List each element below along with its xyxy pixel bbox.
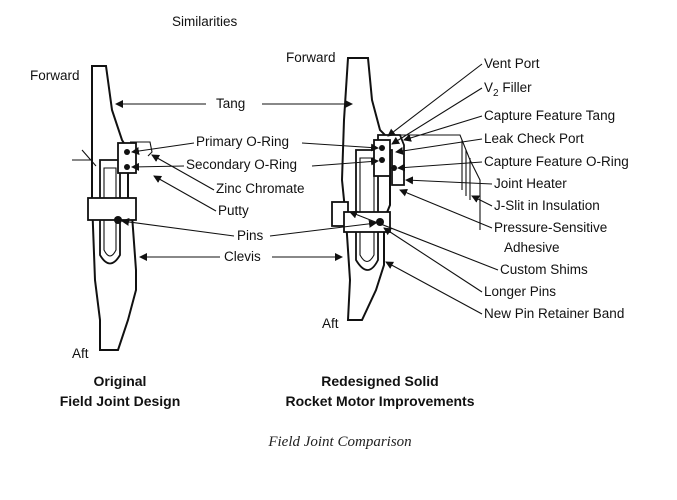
leak-check-port-label: Leak Check Port	[484, 131, 584, 146]
pin-retainer-band-label: New Pin Retainer Band	[484, 306, 624, 321]
zinc-chromate-label: Zinc Chromate	[216, 181, 305, 196]
clevis-label: Clevis	[224, 249, 261, 264]
original-caption-line1: Original	[94, 373, 147, 389]
original-joint-wall	[91, 65, 137, 351]
secondary-oring-label: Secondary O-Ring	[186, 157, 297, 172]
redesigned-caption-line1: Redesigned Solid	[321, 373, 438, 389]
redesigned-joint	[331, 57, 481, 321]
original-primary-oring	[124, 149, 130, 155]
putty-label: Putty	[218, 203, 249, 218]
original-pin-dot	[114, 216, 122, 224]
pins-label: Pins	[237, 228, 264, 243]
similarities-title: Similarities	[172, 14, 238, 29]
j-slit-label: J-Slit in Insulation	[494, 198, 600, 213]
redesigned-joint-wall	[340, 57, 391, 321]
original-aft-label: Aft	[72, 346, 89, 361]
j-slit-insulation	[461, 140, 471, 200]
vent-port-label: Vent Port	[484, 56, 540, 71]
longer-pins-label: Longer Pins	[484, 284, 556, 299]
psa-label-line2: Adhesive	[504, 240, 560, 255]
v2-filler-label: V2 Filler	[484, 80, 532, 99]
shared-labels: Forward Forward Tang Primary O-Ring Seco…	[30, 50, 379, 361]
redesigned-secondary-oring	[379, 157, 385, 163]
custom-shims-label: Custom Shims	[500, 262, 588, 277]
improvement-labels: Vent Port V2 Filler Capture Feature Tang…	[349, 56, 629, 321]
figure-caption: Field Joint Comparison	[267, 434, 411, 450]
tang-label: Tang	[216, 96, 245, 111]
capture-feature-oring-label: Capture Feature O-Ring	[484, 154, 629, 169]
redesigned-aft-label: Aft	[322, 316, 339, 331]
primary-oring-label: Primary O-Ring	[196, 134, 289, 149]
original-joint	[72, 65, 153, 351]
redesigned-forward-label: Forward	[286, 50, 336, 65]
redesigned-primary-oring	[379, 145, 385, 151]
capture-feature-oring-mark	[391, 165, 397, 171]
psa-label-line1: Pressure-Sensitive	[494, 220, 607, 235]
original-forward-label: Forward	[30, 68, 80, 83]
joint-heater-label: Joint Heater	[494, 176, 567, 191]
original-pin	[87, 197, 137, 221]
redesigned-caption-line2: Rocket Motor Improvements	[285, 393, 474, 409]
capture-feature-tang-label: Capture Feature Tang	[484, 108, 615, 123]
original-caption-line2: Field Joint Design	[60, 393, 181, 409]
original-secondary-oring	[124, 164, 130, 170]
original-putty-cavity	[130, 141, 153, 157]
